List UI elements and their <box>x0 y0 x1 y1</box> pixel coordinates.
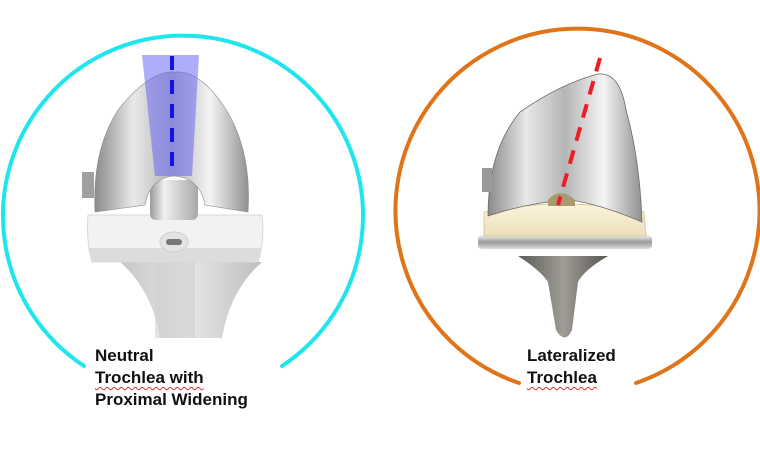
neutral-panel <box>1 33 365 368</box>
lateralized-label: Lateralized Trochlea <box>527 345 616 389</box>
lateralized-ring-arc <box>393 26 760 385</box>
lateralized-panel <box>393 26 760 385</box>
lateralized-label-line-1: Lateralized <box>527 346 616 365</box>
lateralized-label-line-2: Trochlea <box>527 368 597 387</box>
neutral-label-line-1: Neutral <box>95 346 154 365</box>
lateralized-implant-image <box>478 73 652 338</box>
neutral-label-line-3: Proximal Widening <box>95 390 248 409</box>
lateralized-trochlear-axis <box>556 57 602 206</box>
neutral-ring-arc <box>1 33 365 368</box>
neutral-implant-image <box>82 71 264 338</box>
neutral-label: Neutral Trochlea with Proximal Widening <box>95 345 248 411</box>
neutral-label-line-2: Trochlea with <box>95 368 204 387</box>
